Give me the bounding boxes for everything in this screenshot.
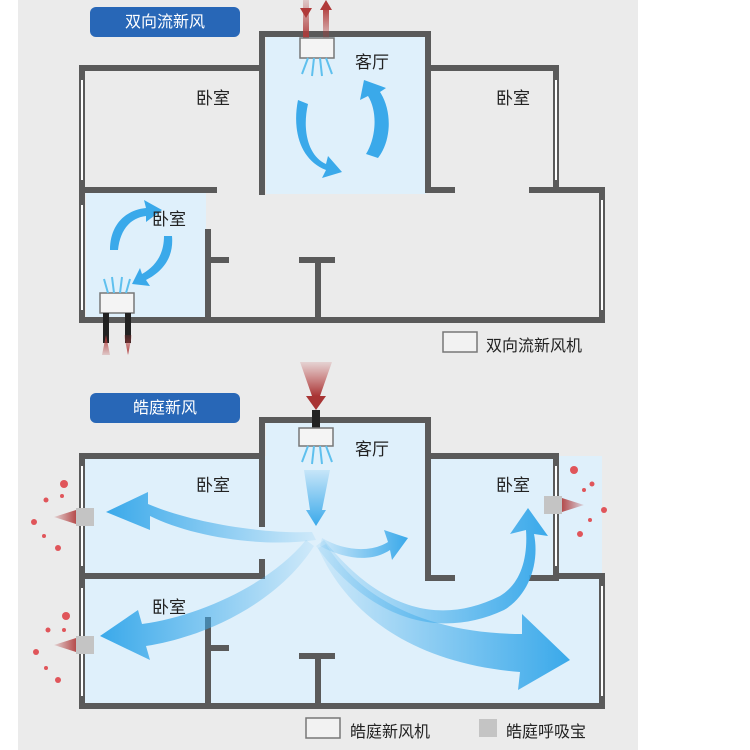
bottom-room-label-living: 客厅 — [355, 440, 389, 460]
top-bedroom-intake-arrow-icon — [102, 335, 110, 355]
top-bedroom-swirl-arrow-2 — [132, 236, 173, 286]
bottom-legend-vent-label: 皓庭呼吸宝 — [506, 722, 587, 741]
airflow-arrow-to-lower-right — [318, 544, 570, 690]
haoting-vent-left-lower — [76, 636, 94, 654]
top-intake-pipe — [303, 0, 309, 40]
top-bidirectional-unit-bedroom — [99, 292, 135, 314]
haoting-vent-left-upper — [76, 508, 94, 526]
top-room-label-bedroom-1: 卧室 — [196, 89, 230, 109]
bottom-unit-vent-jets — [301, 445, 333, 465]
top-bedroom-exhaust-arrow-icon — [124, 335, 132, 355]
bottom-haoting-unit — [298, 427, 334, 447]
bottom-room-label-bedroom-1: 卧室 — [196, 476, 230, 496]
bottom-central-jet-arrow — [304, 470, 330, 526]
top-room-label-living: 客厅 — [355, 53, 389, 73]
top-intake-arrow-icon — [300, 8, 312, 18]
haoting-vent-right — [544, 496, 562, 514]
top-living-swirl-arrow-up — [360, 80, 389, 158]
top-room-label-bedroom-2: 卧室 — [496, 89, 530, 109]
top-bidirectional-unit-living — [299, 37, 335, 59]
vent-left-lower-exhaust-icon — [54, 638, 76, 652]
legend-haoting-unit-swatch — [305, 717, 341, 739]
top-bedroom-pipe-a — [103, 313, 109, 343]
top-living-swirl-arrow-down — [296, 100, 342, 178]
top-bedroom-pipe-b — [125, 313, 131, 343]
top-exhaust-pipe — [323, 6, 329, 40]
vent-left-upper-exhaust-icon — [54, 510, 76, 524]
top-windows — [81, 80, 603, 310]
bottom-intake-arrow-icon — [306, 396, 326, 410]
exhaust-particles — [31, 466, 607, 683]
bottom-living-top — [266, 420, 426, 460]
bottom-intake-pipe — [312, 410, 320, 428]
bottom-floorplan — [31, 362, 607, 709]
legend-bidirectional-swatch — [442, 331, 478, 353]
airflow-arrow-short-right — [320, 530, 408, 560]
bottom-room-label-bedroom-3: 卧室 — [152, 598, 186, 618]
airflow-arrow-to-lower-bedroom — [100, 540, 314, 660]
bottom-legend-unit-label: 皓庭新风机 — [350, 722, 431, 741]
top-legend-label: 双向流新风机 — [486, 336, 583, 355]
bottom-intake-stream — [300, 362, 332, 396]
bottom-diagram-badge: 皓庭新风 — [90, 393, 240, 423]
bottom-room-label-bedroom-2: 卧室 — [496, 476, 530, 496]
top-floorplan — [79, 0, 605, 355]
top-living-fresh-zone — [266, 34, 426, 194]
top-bedroom-swirl-arrow-1 — [110, 200, 162, 250]
legend-haoting-vent-swatch — [479, 719, 497, 737]
top-living-vent-jets — [301, 57, 333, 77]
airflow-arrow-to-left-bedroom — [106, 492, 316, 543]
top-exhaust-arrow-icon — [320, 0, 332, 10]
top-room-label-bedroom-3: 卧室 — [152, 210, 186, 230]
top-bedroom-vent-jets — [103, 276, 131, 294]
top-diagram-badge: 双向流新风 — [90, 7, 240, 37]
vent-right-exhaust-icon — [562, 498, 584, 512]
